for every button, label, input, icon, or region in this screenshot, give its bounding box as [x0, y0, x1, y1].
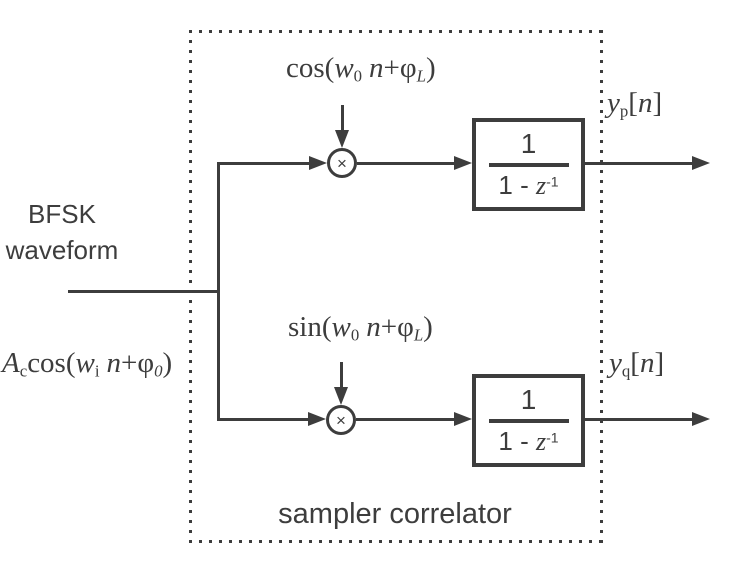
bottom-carrier-arrowhead-icon — [334, 387, 348, 405]
formula-part: cos( — [27, 347, 76, 379]
fraction-denominator: 1 - z-1 — [498, 428, 558, 455]
top-output-line — [585, 162, 693, 165]
dotted-box-top-edge — [189, 30, 603, 33]
formula-part: p — [619, 101, 629, 121]
formula-part: L — [416, 66, 426, 86]
output-q-label: yq[n] — [609, 346, 664, 382]
formula-part: [ — [628, 87, 638, 119]
formula-part: ] — [652, 87, 663, 119]
dotted-box-left-edge — [189, 30, 192, 543]
formula-part: [ — [630, 347, 640, 379]
input-line — [68, 290, 218, 293]
formula-part: φ — [137, 347, 155, 379]
formula-part: 0 — [350, 325, 360, 345]
multiply-icon: × — [336, 410, 346, 430]
formula-part: y — [607, 87, 620, 119]
fraction-denominator: 1 - z-1 — [498, 172, 558, 199]
formula-part: φ — [399, 52, 417, 84]
fraction-bar — [488, 419, 569, 423]
formula-part: n — [639, 347, 655, 379]
fraction-numerator: 1 — [520, 128, 537, 159]
formula-part: z — [535, 171, 547, 200]
formula-part: n — [369, 52, 384, 84]
bottom-block-arrowhead-icon — [454, 412, 472, 426]
formula-part: ] — [654, 347, 665, 379]
input-source-line2: waveform — [5, 235, 119, 265]
formula-part: i — [94, 361, 100, 381]
accumulator-block-bottom: 1 1 - z-1 — [472, 374, 585, 467]
formula-part: + — [120, 347, 138, 379]
formula-part: 0 — [353, 66, 363, 86]
formula-part: q — [621, 361, 631, 381]
bottom-output-line — [585, 418, 693, 421]
formula-part: A — [2, 347, 20, 379]
bottom-branch-line — [217, 418, 310, 421]
top-branch-line — [217, 162, 311, 165]
formula-part: -1 — [546, 173, 559, 190]
formula-part: φ — [397, 311, 414, 343]
formula-part: 0 — [154, 361, 163, 381]
bottom-branch-arrowhead-icon — [308, 412, 326, 426]
formula-part: w — [331, 311, 351, 343]
formula-part: ) — [423, 311, 433, 343]
top-mult-to-block-line — [357, 162, 456, 165]
input-source-label: BFSK waveform — [0, 196, 124, 268]
multiplier-top: × — [327, 148, 357, 178]
accumulator-block-top: 1 1 - z-1 — [472, 118, 585, 211]
top-block-arrowhead-icon — [454, 156, 472, 170]
formula-part: ) — [162, 347, 173, 379]
input-source-line1: BFSK — [28, 199, 96, 229]
fraction-bar — [488, 163, 569, 167]
dotted-box-bottom-edge — [189, 540, 603, 543]
formula-part: + — [383, 52, 400, 84]
branch-line — [217, 162, 220, 421]
top-carrier-arrowhead-icon — [335, 130, 349, 148]
formula-part: w — [75, 347, 95, 379]
formula-part: y — [609, 347, 622, 379]
formula-part: n — [637, 87, 653, 119]
box-caption: sampler correlator — [278, 498, 512, 530]
formula-part: cos( — [286, 52, 335, 84]
top-branch-arrowhead-icon — [309, 156, 327, 170]
formula-part: + — [380, 311, 398, 343]
top-carrier-line — [341, 105, 344, 133]
multiplier-bottom: × — [326, 405, 356, 435]
multiply-icon: × — [337, 153, 347, 173]
formula-part: L — [413, 325, 424, 345]
formula-part: -1 — [546, 429, 559, 446]
fraction-numerator: 1 — [520, 384, 537, 415]
formula-part: n — [366, 311, 381, 343]
formula-part: n — [106, 347, 121, 379]
formula-part: ) — [426, 52, 436, 84]
formula-part: 1 - — [498, 426, 536, 456]
bottom-mult-to-block-line — [356, 418, 456, 421]
formula-part: w — [334, 52, 354, 84]
formula-part: 1 - — [498, 170, 536, 200]
top-output-arrowhead-icon — [692, 156, 710, 170]
formula-part: z — [535, 427, 547, 456]
dotted-box-right-edge — [600, 30, 603, 543]
output-p-label: yp[n] — [607, 86, 662, 122]
formula-part: c — [19, 361, 28, 381]
formula-part: sin( — [288, 311, 332, 343]
bottom-carrier-line — [340, 362, 343, 388]
bottom-output-arrowhead-icon — [692, 412, 710, 426]
